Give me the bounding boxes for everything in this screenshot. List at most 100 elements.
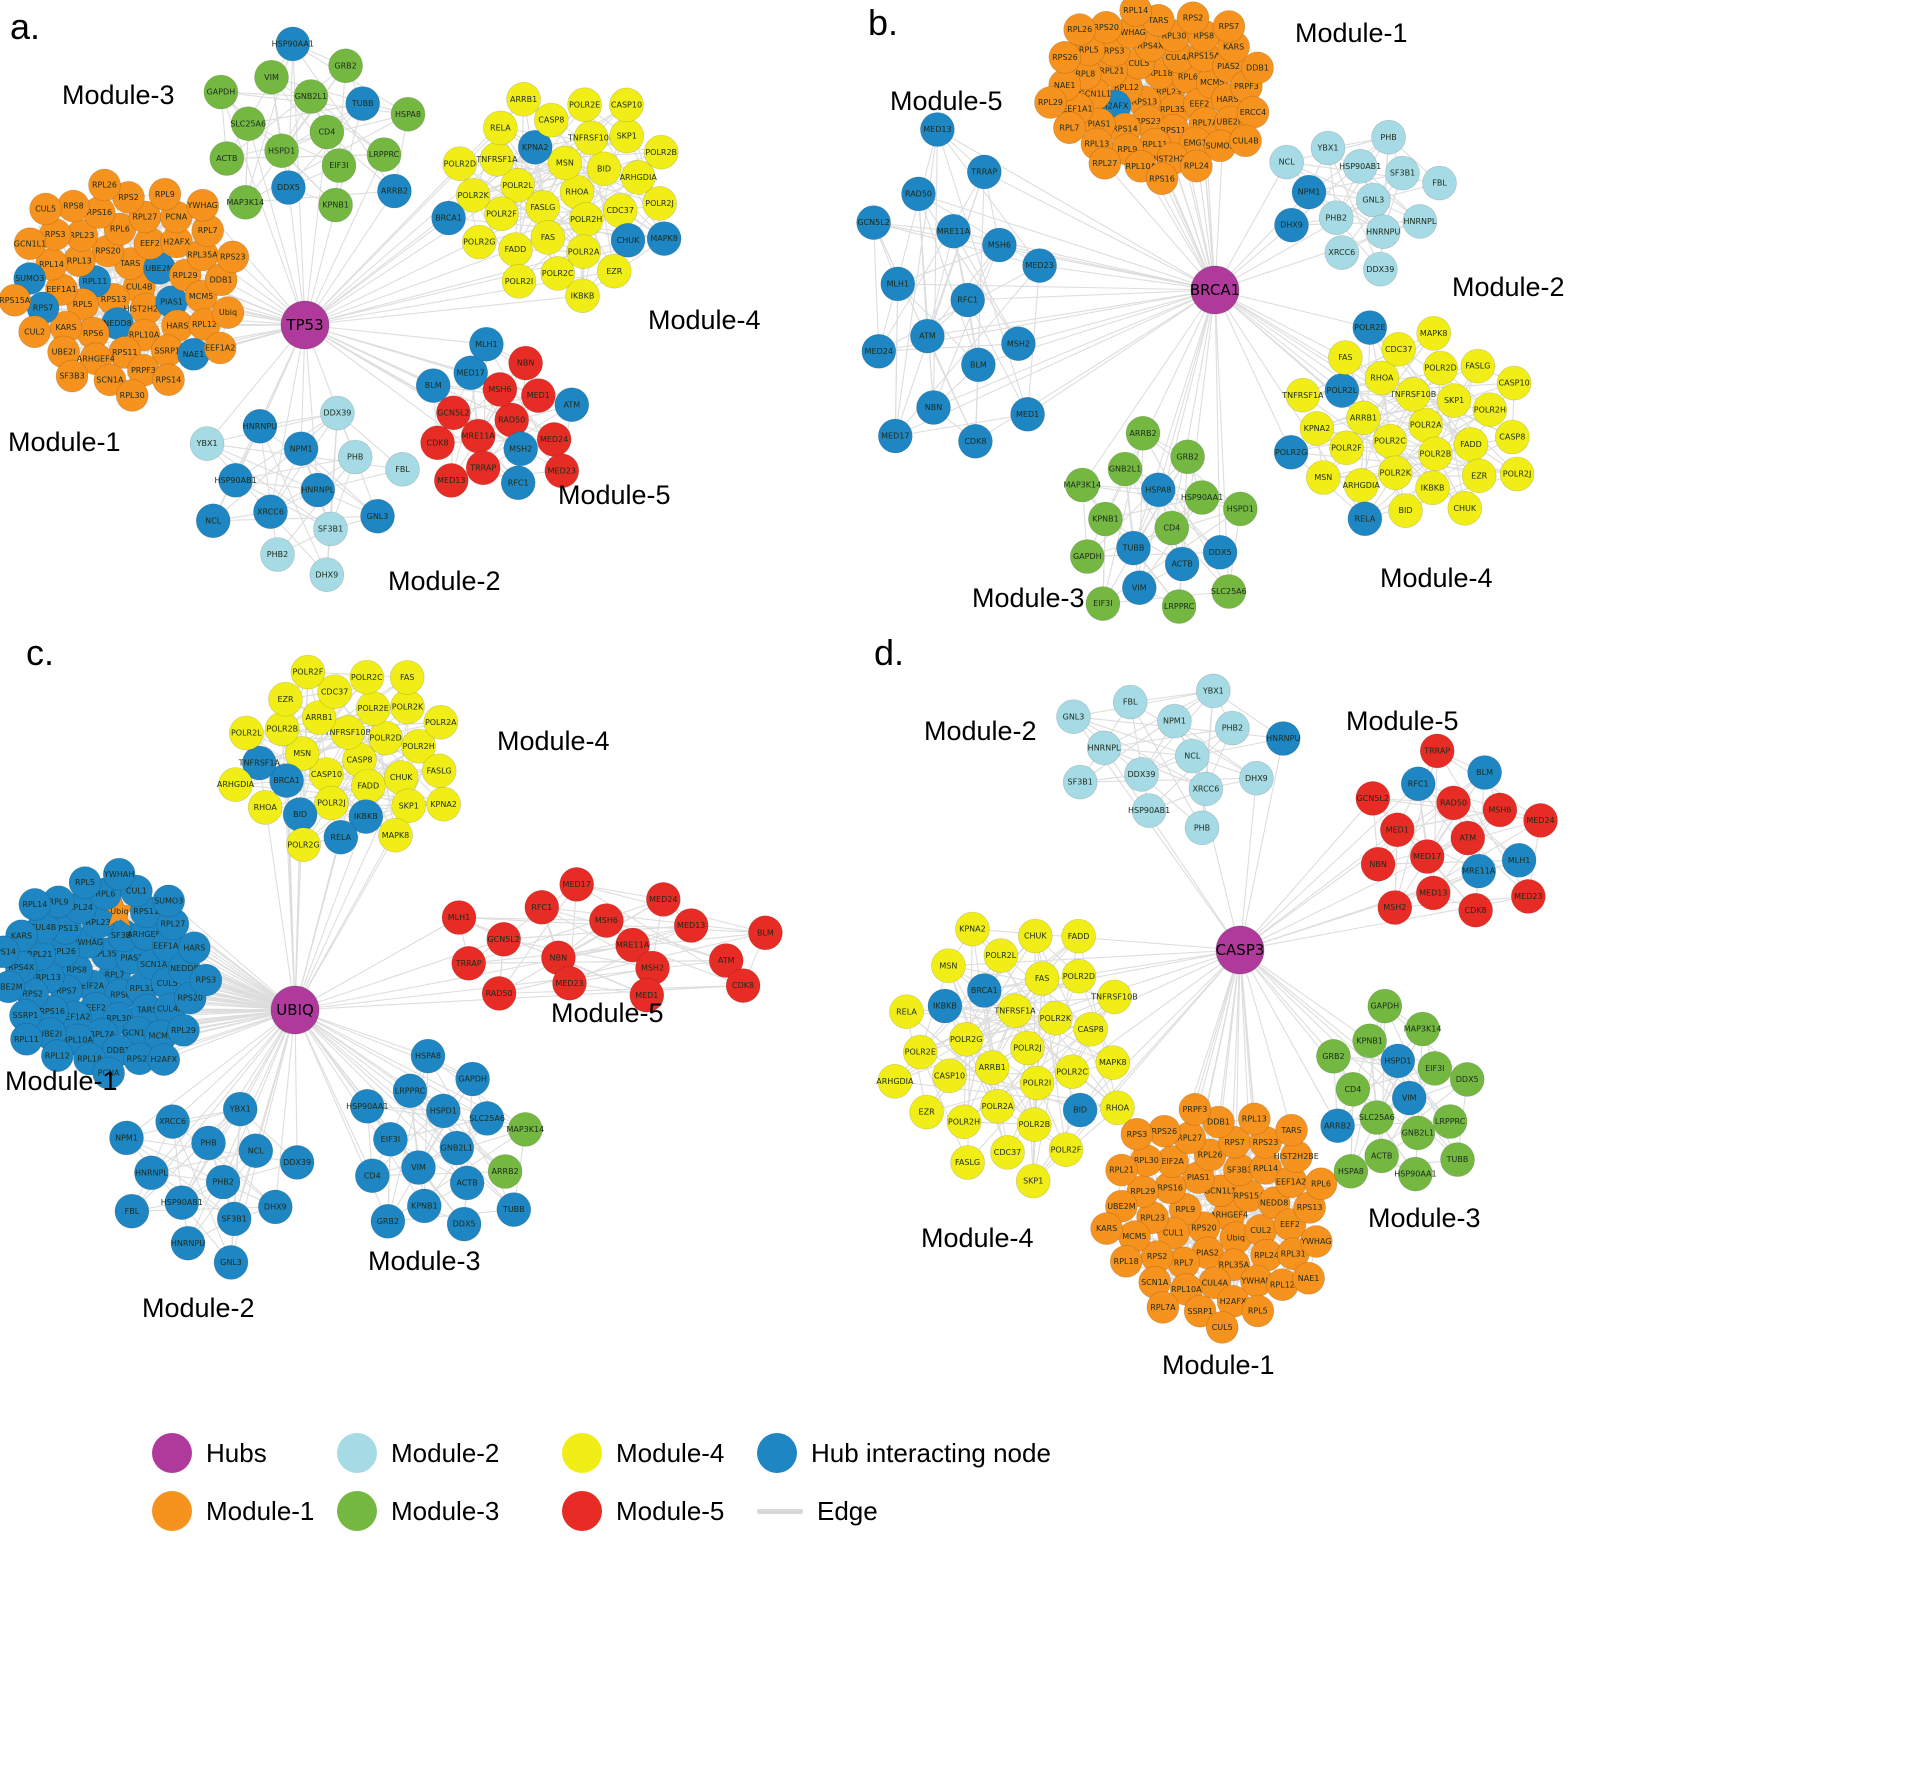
node-KPNA2[interactable]	[517, 129, 553, 165]
node-FAS[interactable]	[1328, 340, 1363, 375]
node-GCN5L2[interactable]	[486, 921, 522, 957]
node-HSP90AA1[interactable]	[1398, 1156, 1433, 1192]
node-DDX5[interactable]	[1449, 1062, 1485, 1097]
node-DHX9[interactable]	[1239, 760, 1274, 796]
node-IKBKB[interactable]	[565, 278, 600, 314]
node-BLM[interactable]	[748, 915, 783, 951]
node-EIF3I[interactable]	[373, 1122, 408, 1157]
node-NCL[interactable]	[1269, 144, 1304, 180]
node-EEF1A2[interactable]	[203, 331, 237, 365]
node-POLR2D[interactable]	[442, 146, 478, 181]
node-NPM1[interactable]	[1157, 703, 1192, 739]
node-MSN[interactable]	[1306, 460, 1341, 495]
node-ARHGDIA[interactable]	[620, 160, 656, 195]
node-SLC25A6[interactable]	[469, 1101, 505, 1136]
node-RPL11[interactable]	[10, 1023, 43, 1056]
node-CD4[interactable]	[1154, 510, 1190, 546]
node-CASP8[interactable]	[533, 102, 569, 138]
node-GAPDH[interactable]	[1367, 988, 1403, 1024]
node-MSH6[interactable]	[589, 903, 624, 938]
node-HSPA8[interactable]	[1141, 472, 1176, 508]
node-DHX9[interactable]	[257, 1189, 293, 1225]
node-HSPA8[interactable]	[410, 1038, 446, 1074]
node-PHB2[interactable]	[1318, 200, 1354, 235]
node-CASP10[interactable]	[1496, 365, 1532, 401]
node-KPNA2[interactable]	[426, 786, 461, 822]
node-RAD50[interactable]	[1436, 785, 1471, 821]
node-BRCA1[interactable]	[269, 763, 304, 798]
node-RPL29[interactable]	[167, 1014, 200, 1047]
node-MSH6[interactable]	[1482, 792, 1518, 828]
node-POLR2K[interactable]	[455, 177, 491, 213]
node-MSH6[interactable]	[482, 372, 518, 407]
node-EIF3I[interactable]	[1085, 586, 1121, 621]
node-ARRB1[interactable]	[974, 1050, 1010, 1085]
node-MED13[interactable]	[920, 112, 955, 147]
node-RPL7A[interactable]	[1146, 1291, 1180, 1324]
node-MED17[interactable]	[877, 418, 913, 454]
node-HNRNPU[interactable]	[1365, 214, 1401, 249]
hub-node-CASP3[interactable]	[1215, 925, 1265, 975]
node-YBX1[interactable]	[1196, 673, 1231, 709]
node-CD4[interactable]	[1335, 1072, 1371, 1107]
node-MED13[interactable]	[433, 463, 469, 498]
node-RPS2[interactable]	[1176, 1, 1210, 35]
node-CD4[interactable]	[354, 1158, 390, 1193]
node-HARS[interactable]	[178, 931, 211, 965]
node-RFC1[interactable]	[950, 282, 986, 318]
node-RHOA[interactable]	[1364, 360, 1400, 396]
node-RPS23[interactable]	[216, 240, 250, 274]
node-ARRB1[interactable]	[301, 700, 337, 735]
node-RPL5[interactable]	[1241, 1294, 1275, 1328]
node-LRPPRC[interactable]	[1432, 1104, 1468, 1139]
node-POLR2I[interactable]	[501, 263, 537, 299]
node-VIM[interactable]	[1391, 1080, 1427, 1116]
node-SKP1[interactable]	[1015, 1163, 1051, 1199]
node-CDK8[interactable]	[725, 968, 761, 1003]
node-MED13[interactable]	[673, 908, 709, 943]
node-MSN[interactable]	[547, 145, 583, 181]
node-NPM1[interactable]	[1291, 174, 1327, 210]
node-HNRNPL[interactable]	[1402, 204, 1438, 239]
node-DDB1[interactable]	[1241, 51, 1274, 85]
node-SKP1[interactable]	[391, 788, 427, 824]
node-BID[interactable]	[1388, 493, 1423, 528]
node-DHX9[interactable]	[1274, 207, 1309, 243]
node-RPL5[interactable]	[68, 866, 102, 899]
node-EZR[interactable]	[596, 253, 632, 289]
node-HSP90AA1[interactable]	[349, 1089, 385, 1124]
node-FBL[interactable]	[1422, 165, 1457, 201]
node-MSH2[interactable]	[1001, 326, 1036, 362]
node-ACTB[interactable]	[449, 1165, 485, 1201]
node-MED13[interactable]	[1416, 875, 1451, 911]
node-CHUK[interactable]	[1018, 918, 1053, 954]
node-POLR2G[interactable]	[948, 1022, 984, 1057]
node-HSP90AB1[interactable]	[164, 1185, 200, 1220]
hub-node-UBIQ[interactable]	[270, 985, 320, 1035]
node-MAPK8[interactable]	[1095, 1045, 1131, 1080]
node-POLR2A[interactable]	[423, 704, 459, 740]
node-RFC1[interactable]	[500, 465, 536, 501]
node-YBX1[interactable]	[189, 426, 225, 461]
node-HNRNPU[interactable]	[242, 408, 278, 444]
node-CUL4B[interactable]	[1229, 124, 1262, 158]
node-RPL21[interactable]	[1105, 1153, 1138, 1187]
node-VIM[interactable]	[401, 1150, 436, 1185]
node-CHUK[interactable]	[1447, 490, 1483, 526]
node-POLR2L[interactable]	[229, 715, 264, 751]
node-POLR2F[interactable]	[290, 654, 326, 690]
node-GRB2[interactable]	[1316, 1039, 1351, 1074]
node-SCN1A[interactable]	[93, 363, 127, 397]
node-RPL9[interactable]	[148, 177, 182, 211]
node-GCN5L2[interactable]	[1355, 781, 1391, 816]
node-MED17[interactable]	[453, 355, 489, 391]
node-RHOA[interactable]	[247, 790, 283, 825]
node-CUL2[interactable]	[18, 315, 51, 349]
node-EIF3I[interactable]	[1417, 1051, 1453, 1086]
node-GNL3[interactable]	[1056, 699, 1091, 735]
node-DDX39[interactable]	[1124, 757, 1159, 792]
node-BLM[interactable]	[1467, 755, 1502, 790]
node-POLR2G[interactable]	[1273, 434, 1309, 470]
node-ATM[interactable]	[708, 943, 744, 978]
node-GAPDH[interactable]	[1070, 539, 1105, 574]
